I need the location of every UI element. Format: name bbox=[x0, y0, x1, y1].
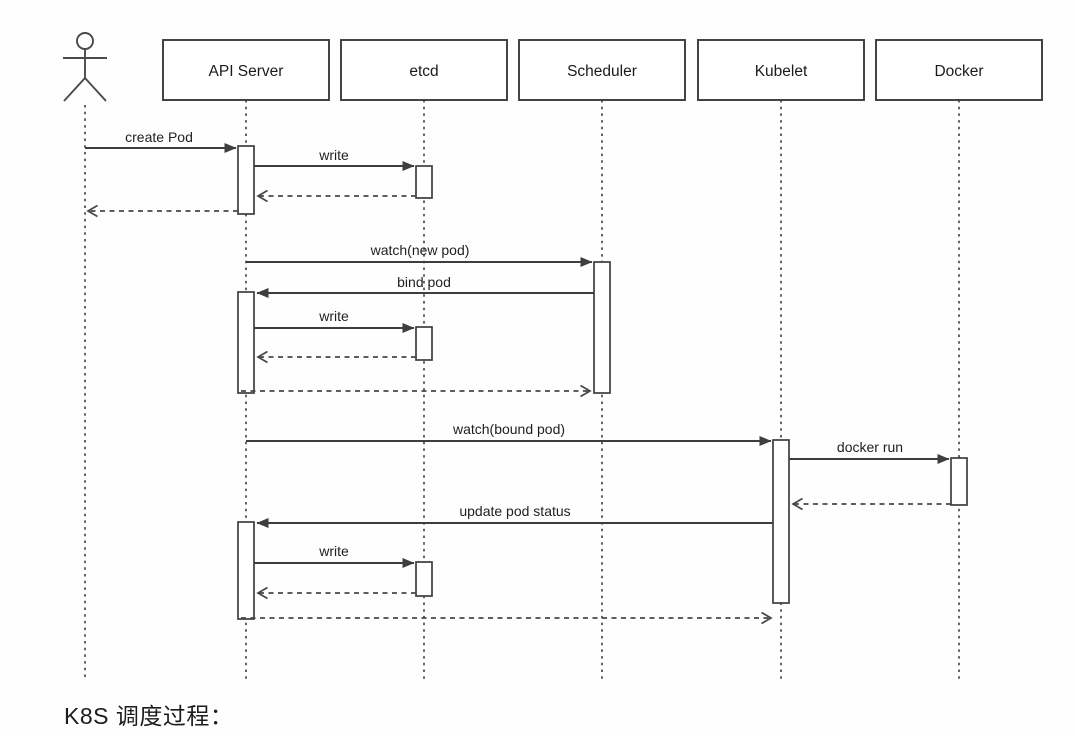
participant-label: Kubelet bbox=[755, 63, 808, 80]
activation-api-server-1 bbox=[237, 145, 255, 215]
message-label-docker-run: docker run bbox=[837, 439, 903, 455]
messages: create Pod write watch(new pod) bind pod… bbox=[85, 129, 951, 625]
activation-docker bbox=[950, 457, 968, 506]
actor-head-icon bbox=[76, 32, 94, 50]
participant-box bbox=[162, 39, 330, 101]
participant-label: API Server bbox=[209, 63, 284, 80]
activation-scheduler bbox=[593, 261, 611, 394]
participant-etcd: etcd bbox=[340, 39, 508, 101]
participant-docker: Docker bbox=[875, 39, 1043, 101]
participant-box bbox=[340, 39, 508, 101]
message-label-create-pod: create Pod bbox=[125, 129, 193, 145]
participant-box bbox=[875, 39, 1043, 101]
message-label-bind-pod: bind pod bbox=[397, 274, 451, 290]
actor-left-leg-icon bbox=[63, 77, 86, 102]
message-label-update-pod-status: update pod status bbox=[459, 503, 570, 519]
activation-etcd-3 bbox=[415, 561, 433, 597]
message-label-watch-new-pod: watch(new pod) bbox=[370, 242, 470, 258]
actor-right-leg-icon bbox=[84, 77, 107, 102]
participant-kubelet: Kubelet bbox=[697, 39, 865, 101]
participant-api-server: API Server bbox=[162, 39, 330, 101]
participant-label: Scheduler bbox=[567, 63, 637, 80]
message-label-write-3: write bbox=[318, 543, 349, 559]
participant-box bbox=[697, 39, 865, 101]
diagram-caption: K8S 调度过程： bbox=[64, 703, 234, 729]
participant-label: Docker bbox=[934, 63, 983, 80]
activations bbox=[237, 145, 968, 620]
message-label-write-1: write bbox=[318, 147, 349, 163]
activation-etcd-1 bbox=[415, 165, 433, 199]
activation-api-server-3 bbox=[237, 521, 255, 620]
activation-etcd-2 bbox=[415, 326, 433, 361]
participant-label: etcd bbox=[409, 63, 438, 80]
message-label-write-2: write bbox=[318, 308, 349, 324]
message-label-watch-bound-pod: watch(bound pod) bbox=[452, 421, 565, 437]
lifelines bbox=[84, 100, 960, 679]
activation-api-server-2 bbox=[237, 291, 255, 394]
actor-figure bbox=[63, 32, 107, 102]
participant-scheduler: Scheduler bbox=[518, 39, 686, 101]
activation-kubelet bbox=[772, 439, 790, 604]
participant-box bbox=[518, 39, 686, 101]
